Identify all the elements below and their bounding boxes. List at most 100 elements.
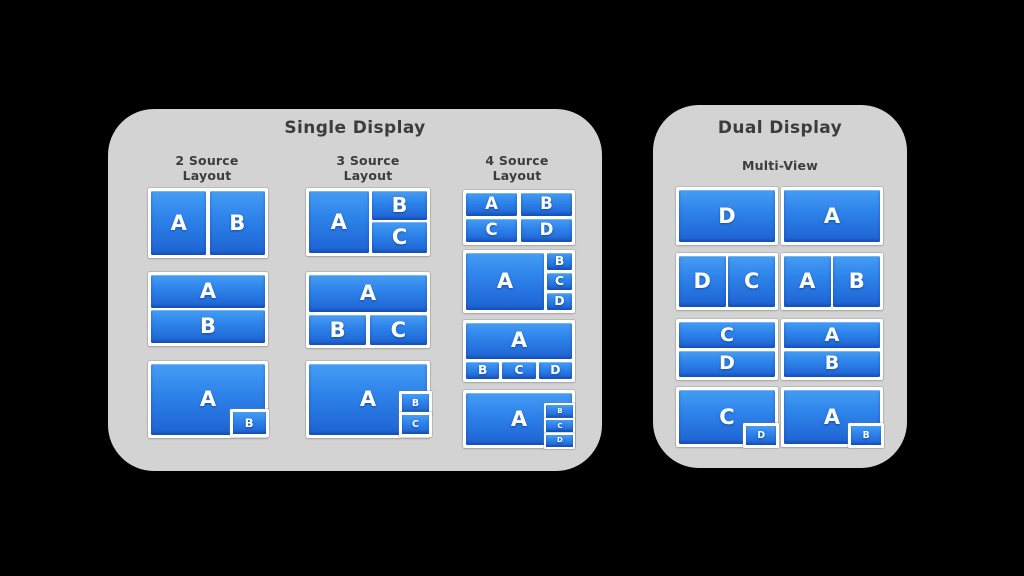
pip-tile-d: D <box>544 432 576 449</box>
source-tile-a: A <box>466 253 544 310</box>
tile-label: B <box>848 269 865 293</box>
tile-label: D <box>718 203 736 228</box>
source-tile-c: C <box>547 272 572 291</box>
tile-label: B <box>557 407 563 416</box>
tile-label: C <box>744 269 760 293</box>
tile-label: C <box>390 317 407 342</box>
tile-label: B <box>554 254 565 269</box>
source-tile-a: A <box>466 193 518 217</box>
tile-label: B <box>329 317 346 342</box>
tile-label: B <box>477 363 488 378</box>
tile-label: C <box>412 418 419 430</box>
pip-tile-b: B <box>848 423 885 449</box>
screen-dual-r1-right: A <box>781 187 883 245</box>
dual-display-title: Dual Display <box>717 118 843 138</box>
screen-bezel: A B C D <box>466 323 572 379</box>
source-tile-c: C <box>372 222 427 253</box>
source-tile-b: B <box>372 191 427 220</box>
pip-tile-d: D <box>743 423 780 449</box>
tile-label: D <box>550 363 561 378</box>
tile-label: A <box>824 323 840 346</box>
tile-label: B <box>244 415 254 430</box>
tile-label: A <box>170 210 187 235</box>
tile-label: A <box>510 328 528 353</box>
tile-label: A <box>199 387 217 411</box>
source-tile-a: A <box>151 275 265 308</box>
source-tile-c: C <box>369 315 427 345</box>
source-tile-a: A <box>466 323 572 359</box>
tile-label: D <box>693 269 711 293</box>
tile-label: B <box>411 397 420 409</box>
tile-label: B <box>824 352 840 375</box>
source-tile-b: B <box>309 315 367 345</box>
column-header: 3 Source Layout <box>336 153 400 184</box>
source-tile-d: D <box>679 190 775 242</box>
tile-label: D <box>557 436 563 445</box>
source-tile-a: A <box>309 191 369 253</box>
source-tile-a: A <box>784 190 880 242</box>
source-tile-d: D <box>538 361 572 379</box>
source-tile-d: D <box>547 292 572 310</box>
source-tile-b: B <box>151 310 265 343</box>
tile-label: B <box>391 193 408 218</box>
source-tile-b: B <box>209 191 265 255</box>
tile-label: A <box>485 194 498 214</box>
tile-label: A <box>199 278 217 303</box>
single-display-title: Single Display <box>284 118 426 138</box>
tile-label: D <box>554 294 565 309</box>
tile-label: D <box>539 220 554 240</box>
tile-label: A <box>823 404 841 429</box>
tile-label: B <box>199 314 216 339</box>
screen-4src-top-large: A B C D <box>463 320 575 382</box>
source-tile-a: A <box>151 364 265 435</box>
tile-label: C <box>391 225 408 250</box>
pip-tile-c: C <box>398 411 433 438</box>
column-header: 4 Source Layout <box>485 153 549 184</box>
tile-label: C <box>557 421 563 430</box>
screen-bezel: D <box>679 190 775 242</box>
source-tile-b: B <box>833 256 880 307</box>
screen-bezel: A <box>784 190 880 242</box>
source-tile-d: D <box>679 256 726 307</box>
source-tile-b: B <box>520 193 572 217</box>
tile-label: C <box>719 404 735 429</box>
source-tile-c: C <box>466 218 518 242</box>
tile-label: C <box>720 323 734 346</box>
tile-label: C <box>514 363 524 378</box>
tile-label: D <box>757 430 766 442</box>
column-header: 2 Source Layout <box>175 153 239 184</box>
source-tile-b: B <box>466 361 500 379</box>
column-header: Multi-View <box>742 158 818 173</box>
tile-label: A <box>330 209 347 234</box>
tile-label: C <box>555 274 565 289</box>
tile-label: A <box>823 203 841 228</box>
